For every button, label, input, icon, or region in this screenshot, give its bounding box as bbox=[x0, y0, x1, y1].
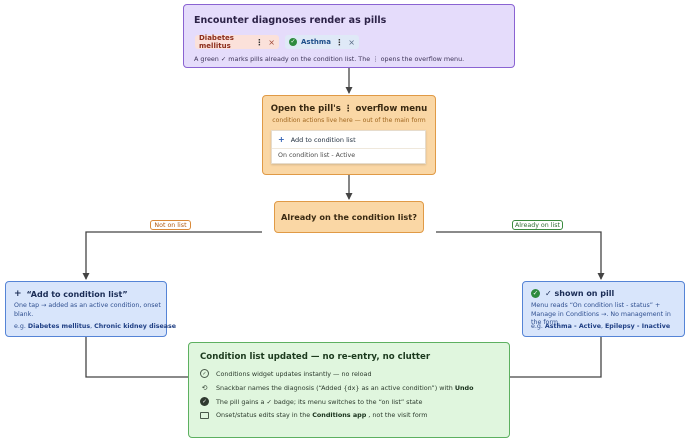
branch-label-not-on-list: Not on list bbox=[150, 220, 191, 230]
check-circle-icon: ✓ bbox=[531, 289, 540, 298]
line-add-to-updated bbox=[85, 337, 188, 378]
decision-question: Already on the condition list? bbox=[281, 212, 417, 222]
overflow-menu-icon[interactable]: ⋮ bbox=[335, 37, 344, 47]
check-circle-outline-icon: ✓ bbox=[200, 369, 209, 378]
outcome-text: Snackbar names the diagnosis (“Added {dx… bbox=[216, 383, 453, 392]
shown-box-title: ✓ ✓ shown on pill bbox=[531, 289, 614, 298]
card-icon bbox=[200, 411, 209, 419]
outcome-row: Onset/status edits stay in the Condition… bbox=[200, 411, 427, 419]
pill-diabetes[interactable]: Diabetes mellitus ⋮ × bbox=[195, 34, 279, 50]
shown-on-pill-box: ✓ ✓ shown on pill Menu reads “On conditi… bbox=[522, 281, 685, 337]
outcome-text: , not the visit form bbox=[368, 411, 428, 419]
pill-diabetes-label: Diabetes mellitus bbox=[199, 34, 234, 50]
shown-box-body: Menu reads “On condition list - status” … bbox=[531, 302, 671, 326]
overflow-menu-box: Open the pill's ⋮ overflow menu conditio… bbox=[262, 95, 436, 175]
example-item: Diabetes mellitus bbox=[27, 323, 91, 330]
undo-icon: ⟲ bbox=[201, 383, 208, 392]
menu-item-label: Add to condition list bbox=[290, 135, 356, 144]
outcome-row: ✓ The pill gains a ✓ badge; its menu swi… bbox=[200, 397, 422, 406]
pill-asthma[interactable]: ✓ Asthma ⋮ × bbox=[285, 35, 359, 49]
close-icon[interactable]: × bbox=[268, 37, 275, 47]
overflow-box-subtitle: condition actions live here — out of the… bbox=[272, 117, 426, 124]
plus-icon: + bbox=[14, 289, 22, 299]
shown-box-title-text: ✓ shown on pill bbox=[545, 289, 615, 298]
line-shown-to-updated bbox=[510, 337, 602, 378]
menu-item-on-condition-list[interactable]: On condition list - Active bbox=[278, 152, 356, 159]
example-item: Epilepsy - Inactive bbox=[604, 323, 671, 330]
overflow-menu-icon[interactable]: ⋮ bbox=[255, 37, 264, 47]
example-separator: , bbox=[90, 323, 95, 330]
close-icon[interactable]: × bbox=[348, 37, 355, 47]
outcome-row: ✓ Conditions widget updates instantly — … bbox=[200, 369, 372, 378]
menu-item-add-to-condition-list[interactable]: + Add to condition list bbox=[278, 135, 356, 144]
overflow-menu: + Add to condition list On condition lis… bbox=[271, 130, 426, 164]
add-box-title-text: “Add to condition list” bbox=[26, 289, 128, 299]
add-box-title: + “Add to condition list” bbox=[14, 289, 128, 299]
arrow-decision-to-shown bbox=[436, 231, 605, 280]
example-separator: , bbox=[600, 323, 605, 330]
example-prefix: e.g. bbox=[14, 323, 28, 330]
outcome-emphasis: Conditions app bbox=[312, 411, 367, 419]
add-to-condition-list-box: + “Add to condition list” One tap → adde… bbox=[5, 281, 176, 337]
outcome-text: Onset/status edits stay in the bbox=[216, 411, 311, 419]
updated-box-title: Condition list updated — no re-entry, no… bbox=[200, 352, 431, 362]
menu-divider bbox=[272, 148, 425, 149]
example-item: Asthma - Active bbox=[544, 323, 601, 330]
condition-list-updated-box: Condition list updated — no re-entry, no… bbox=[188, 342, 510, 438]
pill-asthma-label: Asthma bbox=[301, 38, 331, 46]
plus-icon: + bbox=[278, 135, 285, 144]
outcome-emphasis: Undo bbox=[454, 383, 474, 392]
outcome-text: The pill gains a ✓ badge; its menu switc… bbox=[216, 397, 423, 406]
branch-label-already-on-list: Already on list bbox=[512, 220, 563, 230]
pills-box-title: Encounter diagnoses render as pills bbox=[194, 15, 387, 26]
example-prefix: e.g. bbox=[531, 323, 545, 330]
check-circle-icon: ✓ bbox=[289, 38, 297, 46]
outcome-text: Conditions widget updates instantly — no… bbox=[216, 369, 372, 378]
pills-box-note: A green ✓ marks pills already on the con… bbox=[194, 55, 465, 63]
check-circle-solid-icon: ✓ bbox=[200, 397, 209, 406]
decision-box: Already on the condition list? bbox=[274, 201, 424, 233]
outcome-row: ⟲ Snackbar names the diagnosis (“Added {… bbox=[200, 383, 476, 392]
add-box-body: One tap → added as an active condition, … bbox=[14, 302, 161, 318]
pills-render-box: Encounter diagnoses render as pills Diab… bbox=[183, 4, 515, 68]
arrow-decision-to-add bbox=[82, 231, 262, 280]
overflow-box-title: Open the pill's ⋮ overflow menu bbox=[270, 104, 428, 114]
example-item: Chronic kidney disease bbox=[94, 323, 177, 330]
add-box-example: e.g. Diabetes mellitus, Chronic kidney d… bbox=[14, 323, 176, 330]
shown-box-example: e.g. Asthma - Active, Epilepsy - Inactiv… bbox=[531, 323, 670, 330]
